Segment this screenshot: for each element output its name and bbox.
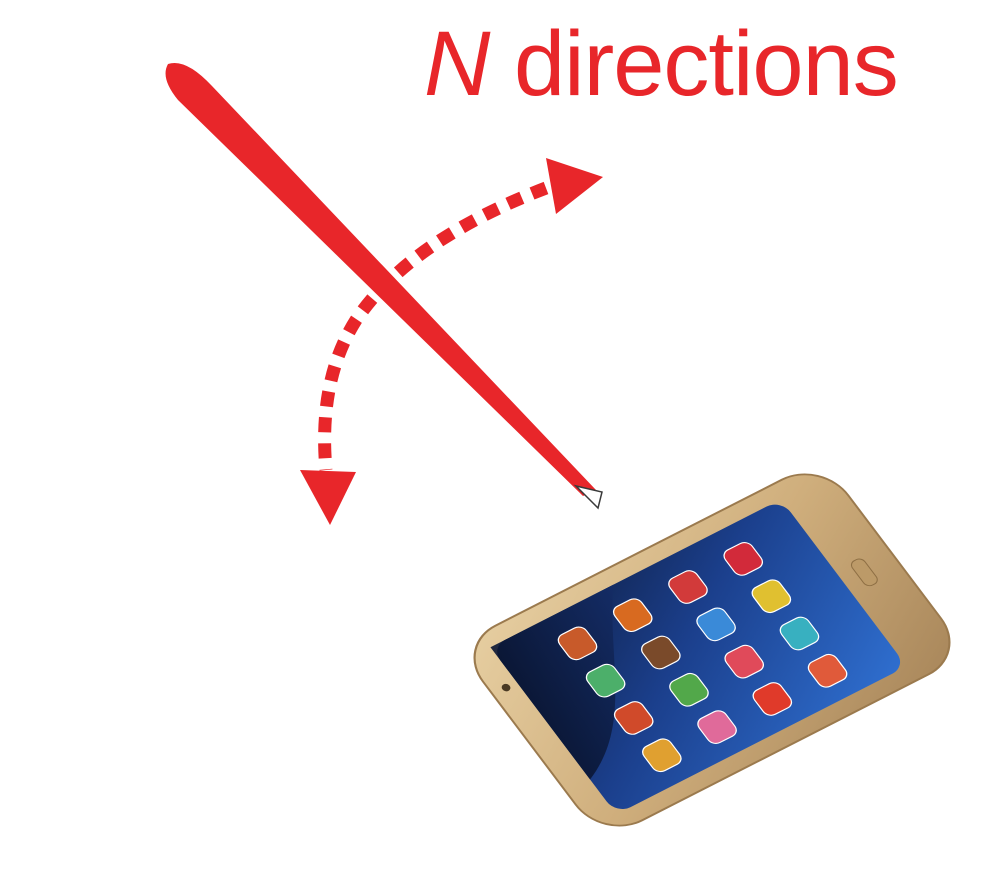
app-icon	[641, 635, 681, 670]
app-icon	[696, 607, 736, 642]
smartphone-icon	[473, 473, 951, 827]
app-icon	[723, 542, 764, 576]
arrowhead-bottom	[300, 470, 356, 525]
app-icon	[668, 570, 708, 604]
app-icon	[613, 701, 654, 735]
app-icon	[807, 653, 848, 688]
caption-variable: N	[424, 13, 490, 115]
app-icon	[669, 672, 709, 707]
home-button	[850, 558, 878, 587]
arrowhead-top	[546, 158, 603, 214]
app-icon	[724, 644, 765, 679]
app-icon	[585, 663, 626, 698]
needle-probe-icon	[165, 62, 603, 510]
app-icon	[642, 738, 682, 773]
needle-shaft	[165, 62, 597, 497]
app-icon	[751, 579, 792, 614]
app-icon	[697, 710, 737, 744]
caption-text: directions	[489, 13, 899, 115]
caption-title: N directions	[424, 18, 899, 110]
needle-tip	[573, 484, 603, 510]
app-icon	[557, 626, 598, 661]
front-camera	[501, 683, 511, 692]
direction-arrow-icon	[300, 158, 603, 525]
app-icon	[612, 598, 653, 633]
app-grid	[557, 542, 848, 773]
app-icon	[779, 616, 820, 651]
app-icon	[752, 682, 793, 716]
